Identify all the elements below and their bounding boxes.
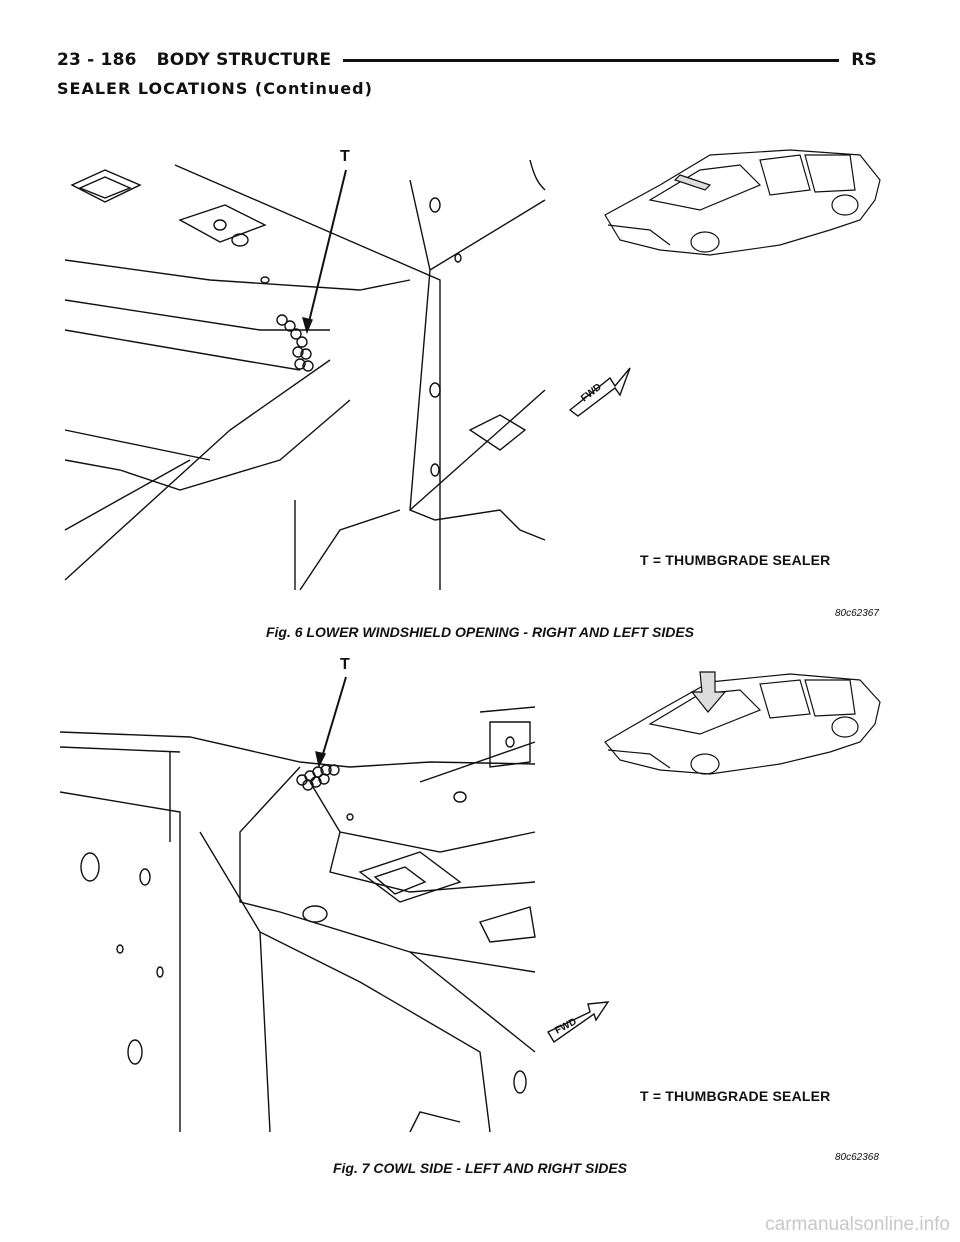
section-title: SEALER LOCATIONS (Continued) [57, 79, 373, 98]
van-icon [604, 149, 881, 256]
page-header: 23 - 186 BODY STRUCTURE RS [57, 46, 877, 74]
sealer-legend: T = THUMBGRADE SEALER [640, 552, 831, 568]
reference-code: 80c62368 [835, 1152, 879, 1163]
sealer-callout: T [340, 656, 350, 673]
figure-6: FWD T T = THUMBGRADE SEALER 80c62367 [60, 130, 900, 630]
model-code: RS [851, 50, 877, 70]
figure-7-illustration: FWD [60, 671, 881, 1133]
sealer-legend: T = THUMBGRADE SEALER [640, 1088, 831, 1104]
fwd-arrow-icon [568, 367, 631, 417]
page-number: 23 - 186 [57, 50, 137, 70]
sealer-bead-icon [296, 764, 340, 791]
figure-6-illustration: FWD [64, 149, 881, 591]
reference-code: 80c62367 [835, 608, 879, 619]
sealer-bead-icon [276, 314, 314, 372]
fwd-arrow-icon [547, 1001, 610, 1044]
header-rule [343, 58, 840, 62]
figure-7: FWD T T = THUMBGRADE SEALER 80c62368 [60, 652, 900, 1163]
van-icon [604, 671, 881, 775]
figure-7-caption: Fig. 7 COWL SIDE - LEFT AND RIGHT SIDES [332, 1160, 627, 1176]
figure-6-caption: Fig. 6 LOWER WINDSHIELD OPENING - RIGHT … [265, 624, 695, 640]
sealer-callout: T [340, 148, 350, 165]
watermark: carmanualsonline.info [765, 1214, 950, 1235]
section-name: BODY STRUCTURE [156, 50, 332, 70]
